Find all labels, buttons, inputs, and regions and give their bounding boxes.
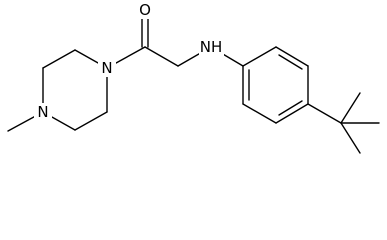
bond	[278, 100, 303, 116]
bond	[307, 103, 342, 124]
bond	[275, 103, 309, 124]
bond	[74, 111, 108, 131]
bond-lines	[7, 13, 380, 154]
amine-nitrogen-atom-label: NH	[200, 38, 223, 56]
bond	[340, 122, 361, 154]
bond	[340, 92, 361, 124]
bond	[144, 46, 179, 67]
atom-label-background	[98, 59, 116, 77]
chemical-structure: O N N NH	[7, 1, 380, 154]
atom-labels: O N N NH	[34, 1, 224, 121]
oxygen-atom-label: O	[139, 1, 151, 19]
atom-label-background	[136, 2, 154, 19]
atom-label-background	[34, 103, 52, 121]
bond	[242, 46, 277, 67]
bond	[275, 46, 309, 67]
bond	[278, 54, 303, 70]
amide-nitrogen-atom-label: N	[101, 59, 112, 77]
atom-label-background	[199, 38, 224, 56]
methyl-nitrogen-atom-label: N	[37, 103, 48, 121]
bond	[242, 103, 277, 124]
bond	[42, 49, 76, 69]
